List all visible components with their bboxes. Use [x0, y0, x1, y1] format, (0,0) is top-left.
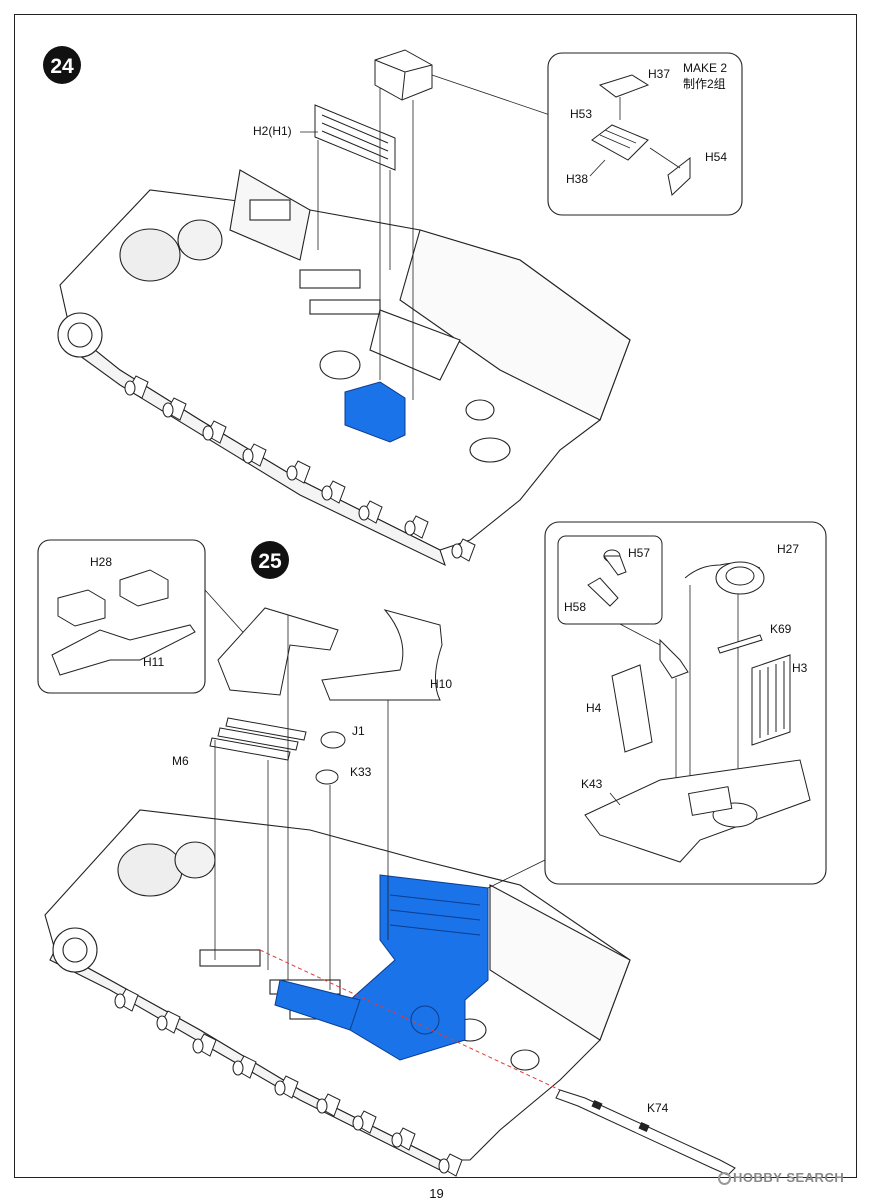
label-m6: M6 [172, 754, 189, 768]
highlight-part-25 [274, 874, 489, 1061]
label-h37: H37 [648, 67, 670, 81]
label-h2: H2(H1) [253, 124, 292, 138]
label-k43: K43 [581, 777, 603, 791]
label-h38: H38 [566, 172, 588, 186]
label-h54: H54 [705, 150, 727, 164]
label-k69: K69 [770, 622, 792, 636]
part-h37 [598, 74, 650, 98]
part-h28 [57, 569, 169, 627]
label-h53: H53 [570, 107, 592, 121]
part-h3 [751, 654, 791, 746]
hull-24 [57, 169, 631, 567]
part-m6 [209, 717, 307, 761]
step-25: 25 H28 H11 H10 J1 K33 [37, 521, 827, 1177]
part-h37-assembly [374, 49, 433, 101]
step-24-number: 24 [50, 55, 74, 78]
part-h10 [321, 609, 443, 701]
label-h57: H57 [628, 546, 650, 560]
label-h58: H58 [564, 600, 586, 614]
part-h4 [611, 664, 653, 753]
label-k33: K33 [350, 765, 372, 779]
step-24-badge [43, 46, 81, 84]
leader-k74 [259, 949, 561, 1091]
label-h3: H3 [792, 661, 808, 675]
part-h54 [667, 156, 691, 196]
part-plate-left [217, 607, 339, 696]
label-j1: J1 [352, 724, 365, 738]
step-25-badge [251, 541, 289, 579]
step-25-number: 25 [258, 550, 282, 573]
label-h11: H11 [143, 655, 164, 669]
part-k33 [315, 769, 339, 785]
part-k69 [717, 634, 763, 654]
watermark-logo-icon [718, 1172, 731, 1185]
label-make2: MAKE 2 [683, 61, 727, 75]
watermark: HOBBY SEARCH [718, 1170, 844, 1185]
label-h4: H4 [586, 701, 602, 715]
label-h27: H27 [777, 542, 799, 556]
label-k74: K74 [647, 1101, 669, 1115]
callout-h57 [557, 535, 663, 625]
part-periscope [659, 638, 689, 679]
part-h58 [587, 577, 619, 607]
page-frame [14, 14, 857, 1178]
label-h28: H28 [90, 555, 112, 569]
callout-step24 [547, 52, 743, 216]
highlight-part-24 [344, 381, 406, 443]
part-h2 [314, 104, 396, 171]
part-k74 [555, 1089, 736, 1176]
label-h10: H10 [430, 677, 452, 691]
label-make2-cn: 制作2组 [683, 77, 726, 91]
part-h11 [51, 624, 196, 676]
page-number: 19 [429, 1186, 444, 1201]
part-j1 [320, 731, 346, 749]
hull-25 [44, 809, 631, 1171]
step-24: 24 [43, 46, 743, 567]
